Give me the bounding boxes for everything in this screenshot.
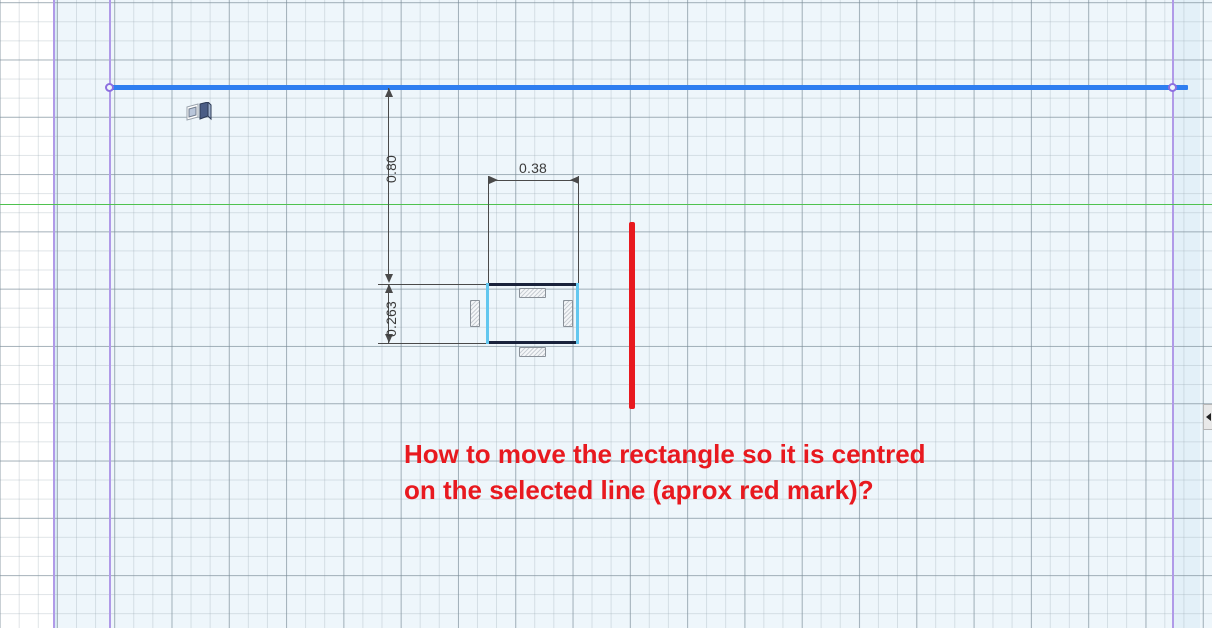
dim-038-arrow-right — [570, 176, 579, 184]
dim-080-text[interactable]: 0.80 — [383, 154, 399, 183]
line-endpoint-right[interactable] — [1168, 83, 1177, 92]
horizontal-constraint-icon[interactable] — [519, 288, 546, 298]
sketch-plane-icon — [186, 100, 212, 122]
dim-0263-text[interactable]: 0.263 — [383, 300, 399, 337]
viewport-outside-area — [0, 0, 54, 628]
chevron-left-icon — [1205, 413, 1211, 421]
dim-080-line[interactable] — [388, 88, 389, 280]
dim-038-text[interactable]: 0.38 — [519, 160, 548, 176]
annotation-line-2: on the selected line (aprox red mark)? — [404, 475, 874, 505]
rect-edge-left[interactable] — [486, 283, 489, 344]
dim-038-arrow-left — [489, 176, 498, 184]
dim-0263-arrow-bottom — [385, 334, 393, 343]
dim-0263-arrow-top — [385, 284, 393, 293]
dim-038-ext-right — [578, 176, 579, 286]
vertical-axis-mid[interactable] — [109, 0, 111, 628]
annotation-line-1: How to move the rectangle so it is centr… — [404, 439, 926, 469]
dim-0263-ext-top — [378, 284, 488, 285]
rect-edge-top[interactable] — [487, 283, 579, 286]
line-endpoint-left[interactable] — [105, 83, 114, 92]
dim-080-arrow-top — [385, 88, 393, 97]
vertical-axis-right[interactable] — [1172, 0, 1174, 628]
side-panel-toggle[interactable] — [1203, 404, 1212, 430]
dim-080-arrow-bottom — [385, 274, 393, 283]
dim-0263-line[interactable] — [388, 284, 389, 343]
rect-edge-right[interactable] — [576, 283, 579, 344]
dim-038-line[interactable] — [488, 180, 579, 181]
rect-edge-bottom[interactable] — [487, 341, 579, 344]
vertical-constraint-icon[interactable] — [470, 300, 480, 327]
horizontal-constraint-icon[interactable] — [519, 347, 546, 357]
horizontal-axis[interactable] — [0, 204, 1212, 205]
dim-038-ext-left — [488, 176, 489, 286]
red-target-mark — [629, 222, 635, 409]
vertical-axis-left[interactable] — [53, 0, 55, 628]
selected-line[interactable] — [110, 85, 1188, 90]
vertical-constraint-icon[interactable] — [563, 300, 573, 327]
dim-0263-ext-bottom — [378, 343, 488, 344]
